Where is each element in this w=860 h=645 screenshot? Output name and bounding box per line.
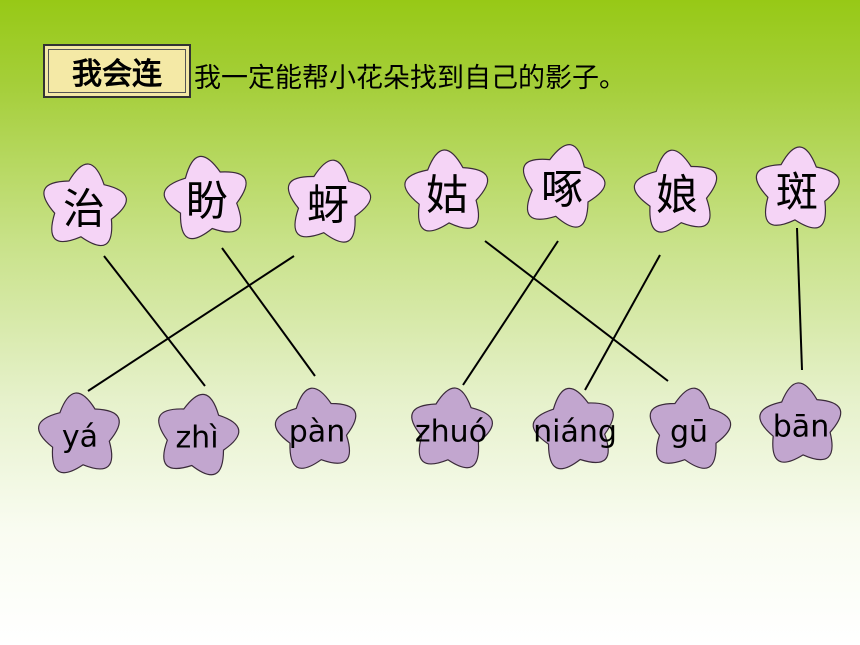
connection-line xyxy=(796,227,803,371)
pinyin-flower xyxy=(649,387,732,469)
connection-line xyxy=(87,255,295,392)
pinyin-label: niáng xyxy=(533,415,617,450)
pinyin-flower xyxy=(411,387,494,469)
pinyin-flower xyxy=(158,393,240,476)
instruction-text: 我一定能帮小花朵找到自己的影子。 xyxy=(194,63,626,94)
pinyin-label: pàn xyxy=(289,415,345,450)
character-flower xyxy=(522,144,606,228)
character-label: 斑 xyxy=(776,168,818,217)
character-label: 姑 xyxy=(426,171,468,220)
character-label: 治 xyxy=(63,185,105,234)
character-flower xyxy=(755,146,840,229)
connection-lines xyxy=(87,227,803,392)
connection-line xyxy=(462,240,559,386)
pinyin-label: bān xyxy=(773,410,829,445)
pinyin-flower xyxy=(274,387,357,469)
pinyin-label: zhì xyxy=(175,421,218,456)
flowers: 治 盼 蚜 姑 啄 娘 斑 yá zhì pàn zhuó niáng gū bān xyxy=(37,144,842,476)
character-label: 啄 xyxy=(541,165,583,214)
character-flower xyxy=(43,163,127,247)
pinyin-label: zhuó xyxy=(415,415,487,450)
character-label: 娘 xyxy=(656,171,698,220)
connection-line xyxy=(103,255,206,387)
pinyin-flower xyxy=(532,387,614,470)
connection-line xyxy=(221,247,316,377)
character-label: 盼 xyxy=(186,177,228,226)
pinyin-label: gū xyxy=(670,415,708,450)
pinyin-flower xyxy=(759,382,842,463)
connection-line xyxy=(484,240,669,382)
connection-line xyxy=(584,254,661,391)
pinyin-flower xyxy=(37,392,120,474)
character-flower xyxy=(163,155,247,240)
title-label: 我会连 xyxy=(72,57,162,92)
character-flower xyxy=(287,159,372,243)
title-label-box: 我会连 xyxy=(43,44,191,98)
character-flower xyxy=(633,149,718,233)
character-label: 蚜 xyxy=(307,181,349,230)
pinyin-label: yá xyxy=(62,420,98,455)
character-flower xyxy=(404,149,489,232)
